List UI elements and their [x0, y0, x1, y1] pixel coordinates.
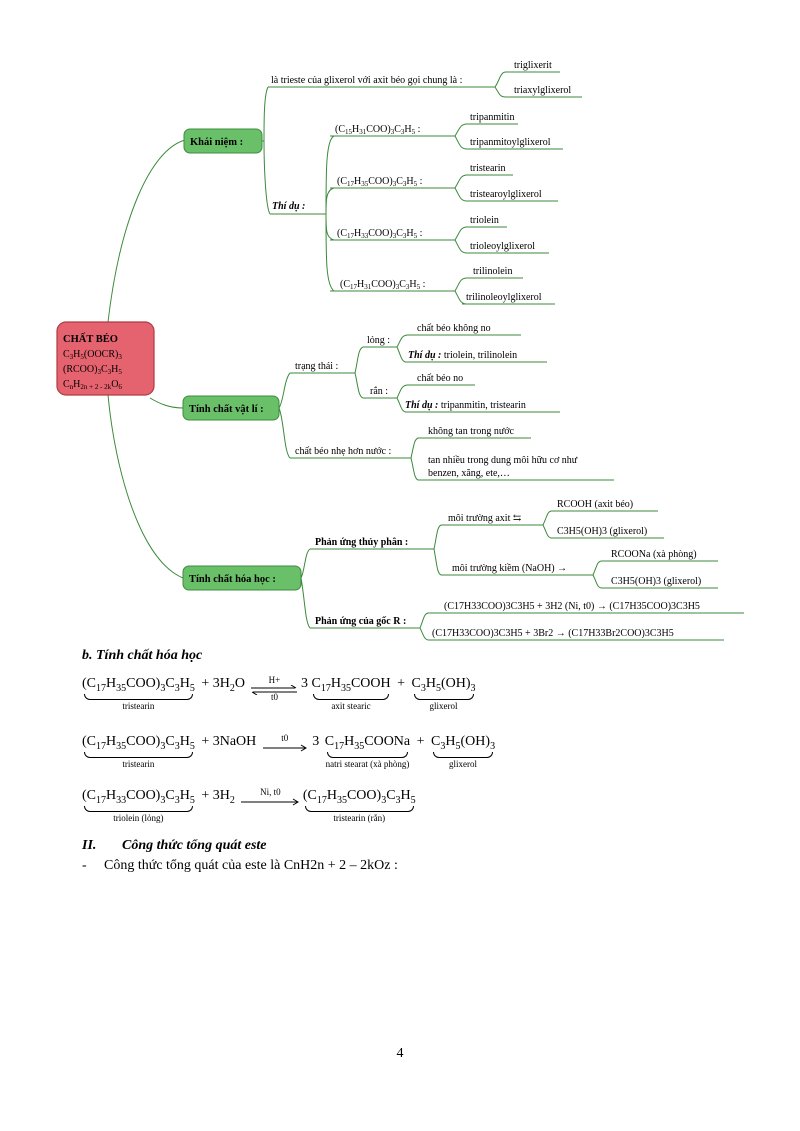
eq1-plus: +: [397, 676, 406, 691]
base-product-2: C3H5(OH)3 (glixerol): [611, 576, 701, 587]
node-hoa-hoc: Tính chất hóa học :: [182, 565, 302, 591]
hydrolysis-label: Phản ứng thủy phân :: [315, 537, 408, 548]
state-label: trạng thái :: [295, 361, 338, 372]
example-3-name-2: trioleoylglixerol: [470, 241, 535, 252]
liquid-label: lỏng :: [367, 335, 390, 346]
root-title: CHẤT BÉO: [63, 332, 118, 345]
vat-li-label: Tính chất vật lí :: [189, 404, 264, 415]
section-ii-title: Công thức tổng quát este: [122, 838, 267, 853]
mind-map: CHẤT BÉO C3H5(OOCR)3 (RCOO)3C3H5 CnH2n +…: [56, 60, 744, 641]
definition-text: là trieste của glixerol với axit béo gọi…: [271, 75, 462, 86]
hoa-hoc-label: Tính chất hóa học :: [189, 574, 276, 585]
example-3-name-1: triolein: [470, 215, 499, 226]
name-triaxylglixerol: triaxylglixerol: [514, 85, 571, 96]
example-4-name-2: trilinoleoylglixerol: [466, 292, 542, 303]
node-khai-niem: Khái niệm :: [183, 128, 263, 154]
bullet-general-formula: - Công thức tổng quát của este là CnH2n +…: [82, 858, 398, 874]
name-triglixerit: triglixerit: [514, 60, 552, 71]
lighter-soluble-1: tan nhiều trong dung môi hữu cơ như: [428, 455, 578, 466]
bullet-text: Công thức tổng quát của este là CnH2n + …: [104, 858, 398, 873]
eq2-coef: 3: [312, 734, 320, 749]
section-ii-heading: II. Công thức tổng quát este: [82, 838, 267, 854]
example-2-name-1: tristearin: [470, 163, 506, 174]
example-formula-1: (C15H31COO)3C3H5 :: [335, 124, 420, 136]
solid-example: Thí dụ : tripanmitin, tristearin: [405, 400, 526, 411]
eq1-coef: 3: [300, 676, 308, 691]
base-label: môi trường kiềm (NaOH) →: [452, 563, 567, 574]
eq1-arrow: H+ t0: [251, 676, 298, 702]
khai-niem-label: Khái niệm :: [190, 137, 243, 148]
lighter-soluble-2: benzen, xăng, ete,…: [428, 468, 510, 479]
lighter-label: chất béo nhẹ hơn nước :: [295, 446, 391, 457]
example-formula-2: (C17H35COO)3C3H5 :: [337, 176, 422, 188]
root-formula-2: (RCOO)3C3H5: [63, 364, 122, 376]
khai-niem-example-label: Thí dụ :: [272, 201, 305, 212]
example-1-name-1: tripanmitin: [470, 112, 514, 123]
root-node: CHẤT BÉO C3H5(OOCR)3 (RCOO)3C3H5 CnH2n +…: [56, 321, 155, 396]
eq1-reagent: + 3H2O: [201, 676, 245, 694]
radical-reaction-2: (C17H33COO)3C3H5 + 3Br2 → (C17H33Br2COO)…: [432, 628, 674, 639]
acid-product-2: C3H5(OH)3 (glixerol): [557, 526, 647, 537]
example-2-name-2: tristearoylglixerol: [470, 189, 542, 200]
page-number: 4: [396, 1046, 404, 1061]
radical-reaction-1: (C17H33COO)3C3H5 + 3H2 (Ni, t0) → (C17H3…: [444, 601, 700, 612]
solid-desc: chất béo no: [417, 373, 463, 384]
bullet-dash: -: [82, 858, 87, 873]
node-vat-li: Tính chất vật lí :: [182, 395, 280, 421]
base-product-1: RCOONa (xà phòng): [611, 549, 697, 560]
acid-label: môi trường axit ⇆: [448, 513, 522, 524]
radical-label: Phản ứng của gốc R :: [315, 616, 406, 627]
example-formula-3: (C17H33COO)3C3H5 :: [337, 228, 422, 240]
section-ii-number: II.: [82, 838, 97, 853]
liquid-example: Thí dụ : triolein, trilinolein: [408, 350, 517, 361]
root-formula-1: C3H5(OOCR)3: [63, 349, 122, 361]
section-b-title: b. Tính chất hóa học: [82, 648, 203, 663]
eq3-reagent: + 3H2: [201, 788, 235, 806]
lighter-insoluble: không tan trong nước: [428, 426, 515, 437]
example-formula-4: (C17H31COO)3C3H5 :: [340, 279, 425, 291]
acid-product-1: RCOOH (axit béo): [557, 499, 633, 510]
eq2-arrow: t0: [262, 734, 307, 752]
example-1-name-2: tripanmitoylglixerol: [470, 137, 551, 148]
example-4-name-1: trilinolein: [473, 266, 512, 277]
liquid-desc: chất béo không no: [417, 323, 491, 334]
eq3-arrow: Ni, t0: [241, 788, 300, 806]
solid-label: rắn :: [370, 386, 388, 397]
eq2-plus: +: [416, 734, 425, 749]
eq2-reagent: + 3NaOH: [201, 734, 257, 749]
